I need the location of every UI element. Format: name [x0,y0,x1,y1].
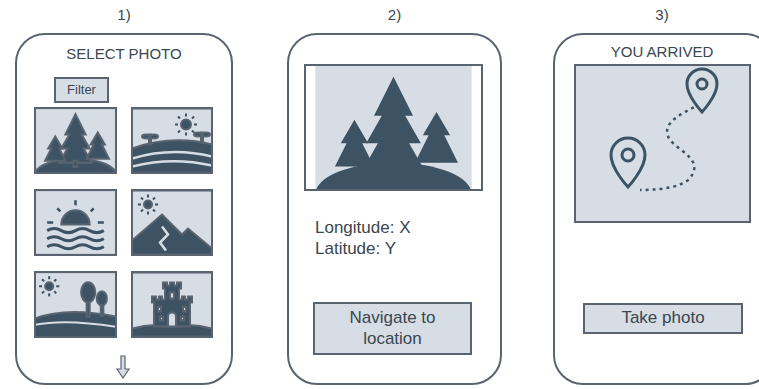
button-label: Filter [67,82,96,98]
phone-frame: 1)SELECT PHOTOFilter [15,33,233,385]
filter-button: Filter [54,77,109,103]
screen-number: 2) [388,6,401,24]
button-label: Take photo [621,308,704,328]
take-photo-button: Take photo [583,303,743,334]
phone-frame: 3)YOU ARRIVEDTake photo [553,33,759,385]
coordinate-text: Longitude: X [315,218,410,238]
screen-number: 3) [655,6,668,24]
screen-number: 1) [117,6,130,24]
button-label: Navigate to location [328,308,458,349]
coordinate-text: Latitude: Y [315,239,396,259]
navigate-button: Navigate to location [313,302,472,355]
screen-title: SELECT PHOTO [66,45,181,63]
phone-frame: 2)Longitude: XLatitude: YNavigate to loc… [287,33,502,385]
screen-title: YOU ARRIVED [611,43,714,61]
